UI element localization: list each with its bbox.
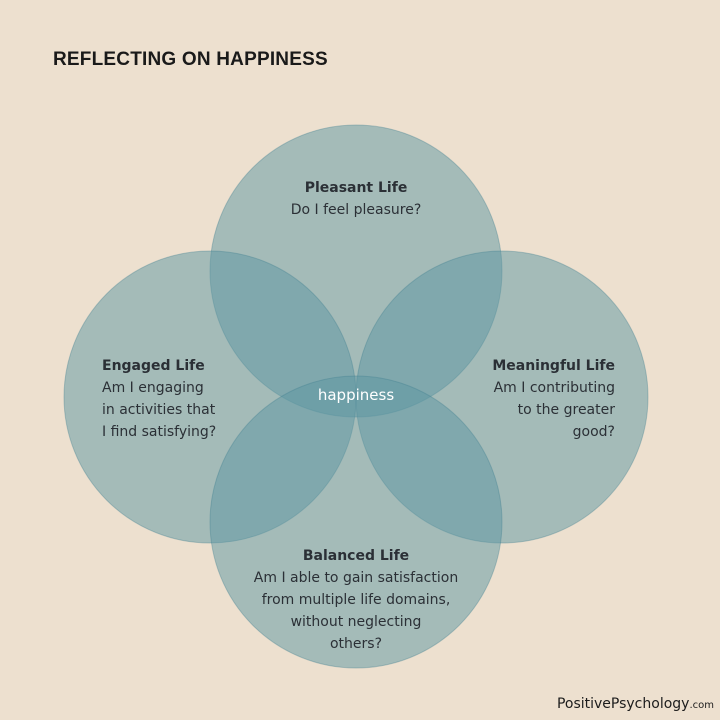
meaningful-line-3: good? xyxy=(573,424,615,440)
meaningful-line-1: Am I contributing xyxy=(494,380,615,396)
brand-footer: PositivePsychology.com xyxy=(557,696,714,712)
engaged-line-1: Am I engaging xyxy=(102,380,204,396)
engaged-line-2: in activities that xyxy=(102,402,216,418)
engaged-heading: Engaged Life xyxy=(102,358,205,374)
pleasant-heading: Pleasant Life xyxy=(305,180,408,196)
balanced-line-3: without neglecting xyxy=(291,614,422,630)
page-title: REFLECTING ON HAPPINESS xyxy=(53,49,328,70)
text-layer: Pleasant Life Do I feel pleasure? Engage… xyxy=(102,180,615,652)
meaningful-line-2: to the greater xyxy=(518,402,616,418)
balanced-line-1: Am I able to gain satisfaction xyxy=(254,570,458,586)
brand-domain-suffix: .com xyxy=(689,700,714,711)
balanced-line-4: others? xyxy=(330,636,382,652)
balanced-line-2: from multiple life domains, xyxy=(262,592,451,608)
balanced-heading: Balanced Life xyxy=(303,548,409,564)
happiness-label: happiness xyxy=(318,386,394,404)
circles-layer xyxy=(63,124,649,669)
engaged-line-3: I find satisfying? xyxy=(102,424,216,440)
meaningful-heading: Meaningful Life xyxy=(492,358,615,374)
pleasant-line-1: Do I feel pleasure? xyxy=(291,202,422,218)
circle-balanced xyxy=(209,375,503,669)
brand-name: PositivePsychology xyxy=(556,696,690,712)
